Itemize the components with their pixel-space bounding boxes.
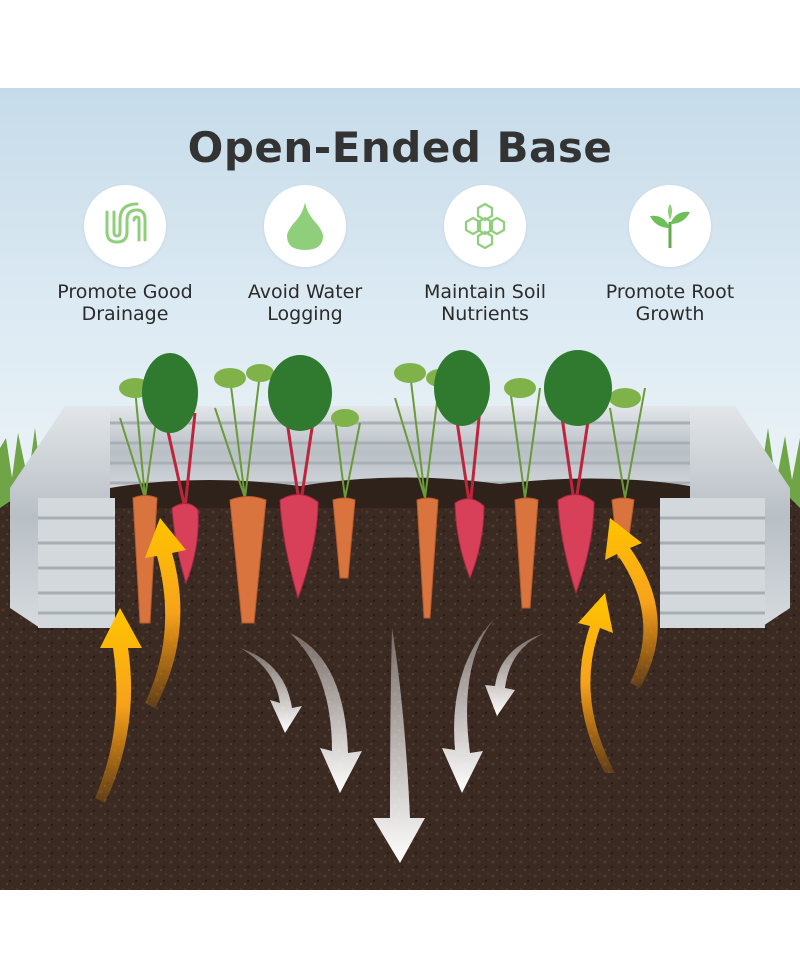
- root-growth-arrows: [95, 518, 658, 803]
- nutrients-icon-circle: [444, 185, 526, 267]
- raised-bed-left-panel: [10, 406, 115, 628]
- feature-drainage: Promote Good Drainage: [35, 185, 215, 325]
- feature-water: Avoid Water Logging: [215, 185, 395, 325]
- garden-bed-illustration: [0, 88, 800, 890]
- feature-label: Promote Root Growth: [605, 281, 735, 325]
- garden-bed-scene: [0, 88, 800, 890]
- water-icon-circle: [264, 185, 346, 267]
- sprout-icon-circle: [629, 185, 711, 267]
- drainage-icon-circle: [84, 185, 166, 267]
- water-drop-icon: [287, 202, 323, 250]
- feature-label: Maintain Soil Nutrients: [423, 281, 547, 325]
- feature-root-growth: Promote Root Growth: [580, 185, 760, 325]
- page-title: Open-Ended Base: [187, 123, 613, 172]
- hexagon-molecule-icon: [464, 202, 506, 250]
- feature-label: Avoid Water Logging: [247, 281, 363, 325]
- drainage-arrows: [240, 618, 545, 863]
- raised-bed-right-panel: [660, 406, 790, 628]
- drainage-pipe-icon: [105, 202, 147, 244]
- sprout-icon: [650, 204, 690, 248]
- feature-nutrients: Maintain Soil Nutrients: [395, 185, 575, 325]
- feature-label: Promote Good Drainage: [57, 281, 193, 325]
- vegetables: [119, 350, 646, 624]
